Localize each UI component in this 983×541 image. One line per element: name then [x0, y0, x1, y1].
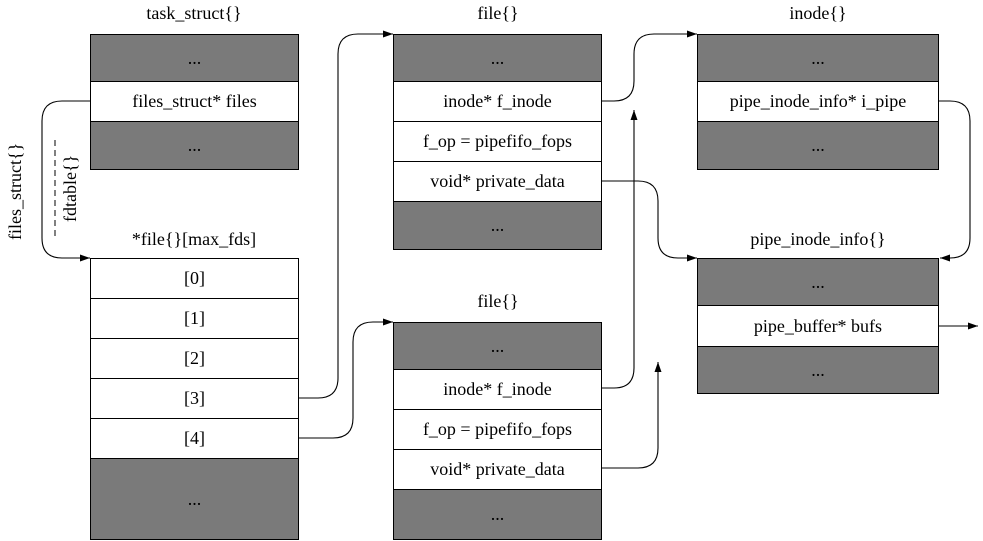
file-bottom-cell-0: ... — [393, 322, 602, 370]
arrow-i-pipe-to-pipe-info — [938, 100, 971, 262]
files-struct-side-label: files_struct{} — [5, 142, 25, 240]
arrow-finode-top-to-inode — [595, 30, 697, 102]
file-bottom-cell-f-op: f_op = pipefifo_fops — [393, 409, 602, 450]
task-struct-title: task_struct{} — [146, 3, 242, 23]
file-array-cell-rest: ... — [90, 458, 299, 540]
pipe-inode-info-cell-bufs: pipe_buffer* bufs — [697, 305, 939, 347]
file-bottom-cell-private-data: void* private_data — [393, 449, 602, 490]
file-top-cell-private-data: void* private_data — [393, 161, 602, 202]
arrow-private-data-bottom-to-pipe-info — [600, 362, 662, 469]
file-array-cell-0: [0] — [90, 258, 299, 299]
file-top-cell-0: ... — [393, 34, 602, 82]
inode-title: inode{} — [789, 3, 847, 23]
arrow-private-data-top-to-pipe-info — [600, 180, 697, 262]
inode-cell-0: ... — [697, 34, 939, 82]
arrow-files-to-fdtable — [41, 100, 90, 262]
arrow-finode-bottom-to-inode — [595, 110, 638, 389]
file-bottom-title: file{} — [477, 291, 519, 311]
inode-cell-i-pipe: pipe_inode_info* i_pipe — [697, 81, 939, 122]
task-struct-cell-2: ... — [90, 121, 299, 170]
inode-cell-2: ... — [697, 121, 939, 170]
pipe-inode-info-cell-0: ... — [697, 258, 939, 306]
arrow-fd4-to-file-bottom — [290, 318, 393, 439]
task-struct-cell-0: ... — [90, 34, 299, 82]
pipe-inode-info-cell-2: ... — [697, 346, 939, 394]
file-top-title: file{} — [477, 3, 519, 23]
file-array-cell-4: [4] — [90, 418, 299, 459]
fdtable-side-label: fdtable{} — [60, 154, 80, 222]
file-array-cell-1: [1] — [90, 298, 299, 339]
file-array-cell-2: [2] — [90, 338, 299, 379]
file-array-title: *file{}[max_fds] — [131, 229, 257, 249]
task-struct-cell-files: files_struct* files — [90, 81, 299, 122]
file-array-cell-3: [3] — [90, 378, 299, 419]
file-top-cell-f-op: f_op = pipefifo_fops — [393, 121, 602, 162]
arrow-fd3-to-file-top — [290, 30, 393, 399]
file-top-cell-f-inode: inode* f_inode — [393, 81, 602, 122]
pipe-inode-info-title: pipe_inode_info{} — [750, 229, 886, 249]
file-bottom-cell-f-inode: inode* f_inode — [393, 369, 602, 410]
file-bottom-cell-4: ... — [393, 489, 602, 540]
file-top-cell-4: ... — [393, 201, 602, 250]
